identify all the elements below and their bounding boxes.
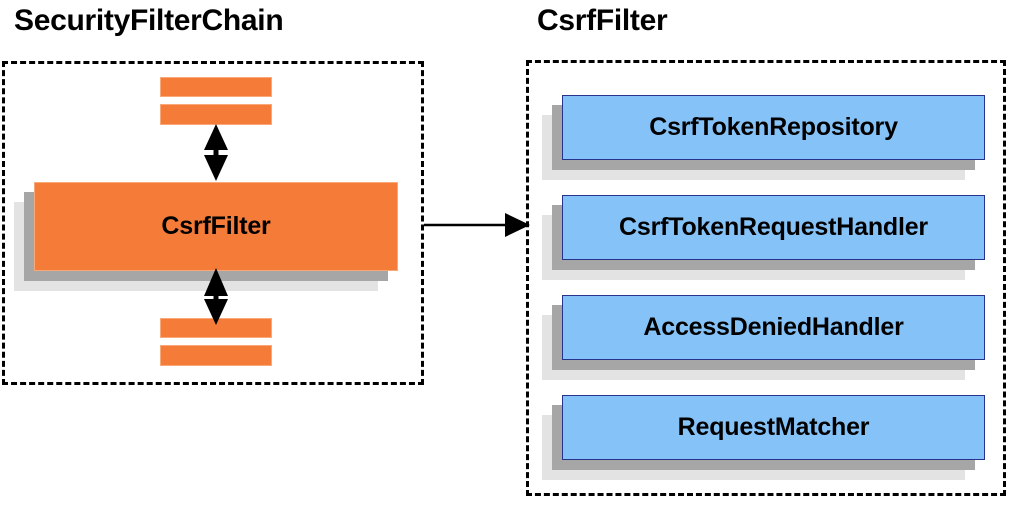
- left-to-right-arrow-icon: [424, 213, 530, 237]
- page-title-csrffilter: CsrfFilter: [537, 4, 668, 37]
- securityfilterchain-panel: [2, 61, 424, 385]
- csrffilter-face: CsrfFilter: [34, 182, 398, 271]
- collaborator-face: AccessDeniedHandler: [562, 295, 985, 360]
- collaborator-label: CsrfTokenRequestHandler: [619, 213, 928, 241]
- filter-bar-above-2: [160, 104, 272, 125]
- collaborator-face: RequestMatcher: [562, 395, 985, 460]
- collaborator-csrftokenrepository[interactable]: CsrfTokenRepository: [542, 95, 985, 180]
- filter-bar-above-1: [160, 77, 272, 97]
- csrffilter-detail-panel: [526, 60, 1006, 496]
- collaborator-accessdeniedhandler[interactable]: AccessDeniedHandler: [542, 295, 985, 380]
- csrffilter-block[interactable]: CsrfFilter: [14, 182, 398, 291]
- filter-bar-below-1: [160, 318, 272, 338]
- filter-bar-below-2: [160, 345, 272, 366]
- collaborator-csrftokenrequesthandler[interactable]: CsrfTokenRequestHandler: [542, 195, 985, 280]
- collaborator-face: CsrfTokenRequestHandler: [562, 195, 985, 260]
- collaborator-label: AccessDeniedHandler: [643, 313, 904, 341]
- collaborator-face: CsrfTokenRepository: [562, 95, 985, 160]
- collaborator-label: RequestMatcher: [677, 413, 870, 441]
- csrffilter-label: CsrfFilter: [161, 212, 271, 240]
- page-title-securityfilterchain: SecurityFilterChain: [14, 4, 284, 37]
- collaborator-requestmatcher[interactable]: RequestMatcher: [542, 395, 985, 480]
- collaborator-label: CsrfTokenRepository: [649, 113, 898, 141]
